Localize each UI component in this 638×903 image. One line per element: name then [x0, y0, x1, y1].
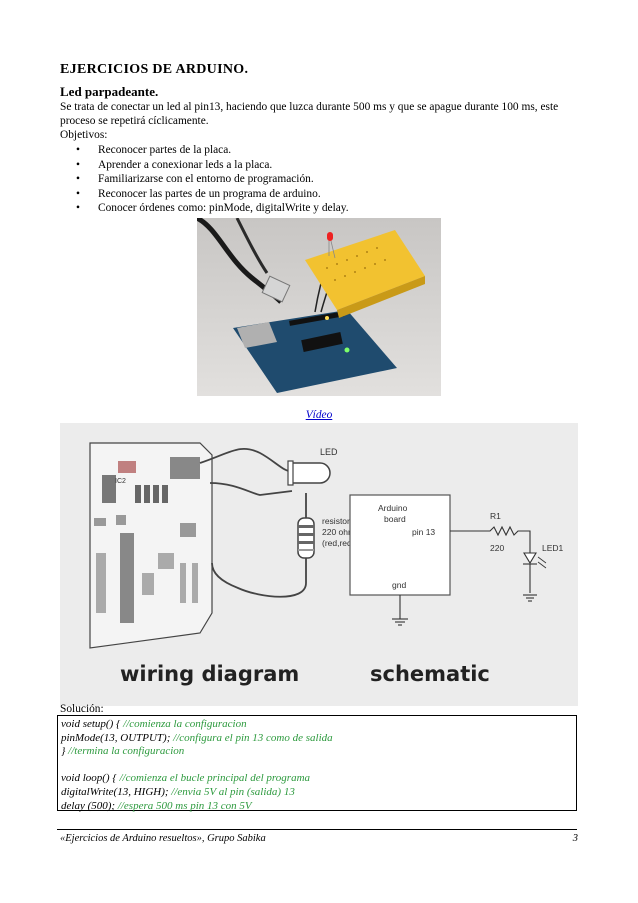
code-line: delay (500); //espera 500 ms pin 13 con … — [61, 800, 573, 814]
led-component — [287, 460, 331, 486]
chip-label: IC2 — [115, 478, 126, 485]
code-comment: //comienza el bucle principal del progra… — [119, 772, 311, 785]
video-link[interactable]: Vídeo — [305, 409, 333, 421]
pin-label: pin 13 — [412, 527, 435, 537]
code-text: pinMode(13, OUTPUT); — [61, 731, 174, 744]
objective-text: Reconocer las partes de un programa de a… — [98, 187, 321, 200]
r1-label: R1 — [490, 511, 501, 521]
r1-value: 220 — [490, 543, 504, 553]
objective-text: Aprender a conexionar leds a la placa. — [98, 158, 273, 171]
list-item: • Reconocer partes de la placa. — [60, 143, 349, 158]
wiring-diagram: IC2 LED resistor 220 ohms (red,red,brown… — [60, 423, 578, 706]
code-line: void setup() { //comienza la configuraci… — [61, 718, 573, 732]
code-text: delay (500); — [61, 799, 118, 812]
list-item: • Conocer órdenes como: pinMode, digitalW… — [60, 201, 349, 216]
code-line — [61, 759, 573, 773]
red-led-icon — [327, 232, 333, 241]
code-comment: //espera 500 ms pin 13 con 5V — [117, 799, 252, 812]
code-comment: //envia 5V al pin (salida) 13 — [171, 785, 295, 798]
solution-label: Solución: — [60, 703, 104, 715]
code-text: } — [61, 745, 69, 758]
code-line: digitalWrite(13, HIGH); //envia 5V al pi… — [61, 786, 573, 800]
arduino-photo — [197, 218, 441, 396]
page-number: 3 — [572, 833, 578, 844]
microcontroller-chip — [301, 331, 343, 353]
schematic-caption: schematic — [370, 662, 490, 686]
code-comment: //configura el pin 13 como de salida — [173, 731, 333, 744]
objective-text: Reconocer partes de la placa. — [98, 144, 232, 156]
code-line: pinMode(13, OUTPUT); //configura el pin … — [61, 732, 573, 746]
wiring-diagram-caption: wiring diagram — [120, 662, 299, 686]
code-line: } //termina la configuracion — [61, 745, 573, 759]
board-led-icon — [344, 347, 350, 353]
board-connectors — [94, 457, 200, 623]
power-cable — [235, 218, 269, 274]
led-wire — [209, 482, 293, 496]
led1-label: LED1 — [542, 543, 564, 553]
page-title: EJERCICIOS DE ARDUINO. — [60, 62, 249, 77]
code-comment: //comienza la configuracion — [123, 718, 247, 730]
code-text: void loop() { — [61, 772, 120, 785]
list-item: • Reconocer las partes de un programa de … — [60, 187, 349, 202]
usb-plug — [261, 275, 291, 303]
usb-port — [237, 322, 277, 348]
ground-symbol-icon — [392, 595, 408, 626]
board-label-2: board — [384, 514, 406, 524]
bullet-icon: • — [76, 187, 80, 200]
board-label: Arduino — [378, 503, 408, 513]
resistor-component — [297, 517, 315, 559]
bullet-icon: • — [76, 173, 80, 186]
breadboard-side — [337, 276, 425, 318]
objectives-label: Objetivos: — [60, 129, 108, 141]
led-label: LED — [320, 447, 338, 457]
bullet-icon: • — [76, 144, 80, 156]
board-led-icon — [325, 316, 329, 320]
footer-divider — [57, 829, 577, 830]
ground-symbol-icon — [523, 594, 537, 602]
objectives-list: • Reconocer partes de la placa. • Aprender… — [60, 143, 349, 216]
bullet-icon: • — [76, 202, 80, 215]
arduino-board — [233, 310, 397, 393]
code-line: void loop() { //comienza el bucle princi… — [61, 772, 573, 786]
yellow-breadboard — [305, 230, 425, 310]
header-pins — [289, 311, 345, 326]
breadboard-holes — [326, 247, 386, 281]
code-block: void setup() { //comienza la configuraci… — [57, 715, 577, 814]
code-comment: //termina la configuracion — [68, 745, 185, 758]
code-text: digitalWrite(13, HIGH); — [61, 785, 172, 798]
objective-text: Familiarizarse con el entorno de program… — [98, 173, 314, 186]
led-wire — [199, 448, 293, 473]
section-subtitle: Led parpadeante. — [60, 84, 159, 99]
resistor-value: 220 ohms — [322, 527, 359, 537]
description-paragraph: Se trata de conectar un led al pin13, ha… — [60, 101, 559, 127]
code-text: void setup() { — [61, 718, 124, 730]
schematic-resistor — [450, 525, 531, 553]
resistor-wire — [211, 558, 307, 598]
objective-text: Conocer órdenes como: pinMode, digitalWr… — [98, 202, 349, 215]
gnd-label: gnd — [392, 580, 406, 590]
schematic-board-box — [349, 494, 451, 596]
footer-citation: «Ejercicios de Arduino resueltos», Grupo… — [60, 833, 266, 844]
list-item: • Aprender a conexionar leds a la placa. — [60, 158, 349, 173]
resistor-label: resistor — [322, 516, 350, 526]
bullet-icon: • — [76, 158, 80, 171]
list-item: • Familiarizarse con el entorno de progra… — [60, 172, 349, 187]
schematic-led-icon — [523, 552, 547, 593]
